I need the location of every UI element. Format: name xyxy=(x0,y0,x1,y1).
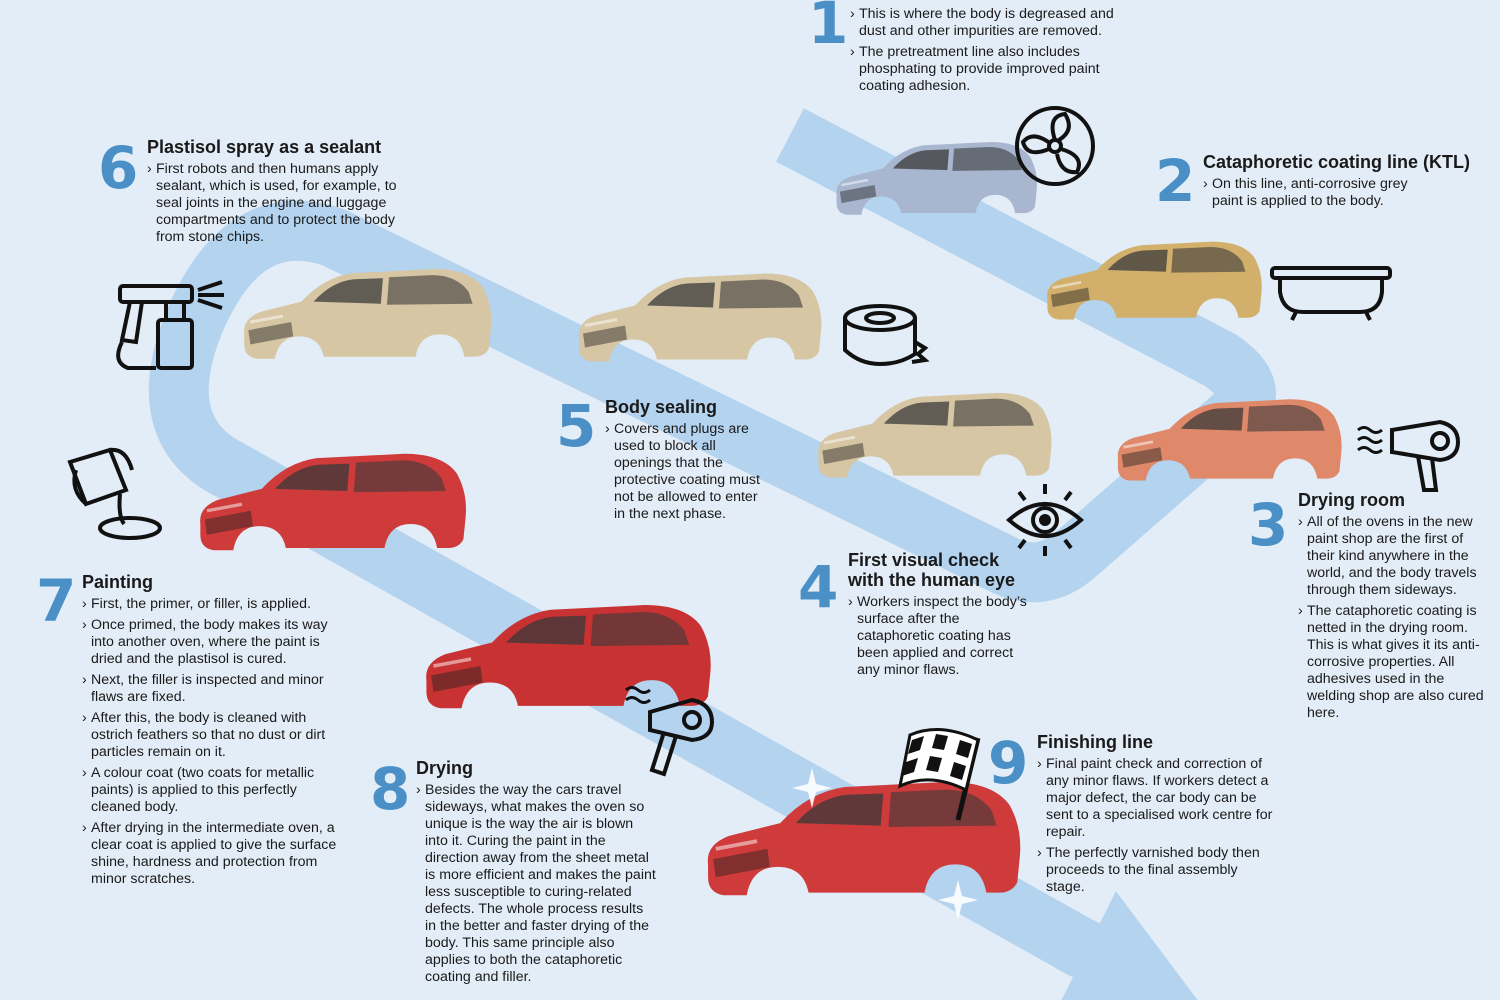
bullet: This is where the body is degreased and … xyxy=(850,6,1138,40)
step-number: 3 xyxy=(1248,491,1289,559)
paint-bucket-icon xyxy=(67,447,162,540)
bathtub-icon xyxy=(1270,266,1392,321)
bullet: Final paint check and correction of any … xyxy=(1037,756,1275,841)
step-bullets: All of the ovens in the new paint shop a… xyxy=(1298,514,1493,722)
step-title: Plastisol spray as a sealant xyxy=(147,137,382,157)
step-number: 4 xyxy=(798,553,839,621)
step-6: 6 Plastisol spray as a sealant First rob… xyxy=(98,137,418,250)
bullet: First robots and then humans apply seala… xyxy=(147,161,405,246)
bullet: Next, the filler is inspected and minor … xyxy=(82,672,337,706)
bullet: Covers and plugs are used to block all o… xyxy=(605,421,766,523)
step-2: 2 Cataphoretic coating line (KTL) On thi… xyxy=(1155,152,1485,214)
step-9: 9 Finishing line Final paint check and c… xyxy=(988,732,1288,900)
bullet: First, the primer, or filler, is applied… xyxy=(82,596,337,613)
spray-gun-icon xyxy=(116,280,224,370)
bullet: After this, the body is cleaned with ost… xyxy=(82,710,337,761)
car-body-plastisol xyxy=(242,267,493,361)
bullet: Once primed, the body makes its way into… xyxy=(82,617,337,668)
conveyor-arrow xyxy=(1056,891,1205,1000)
step-bullets: Covers and plugs are used to block all o… xyxy=(605,421,766,523)
step-number: 9 xyxy=(988,729,1029,797)
step-4: 4 First visual check with the human eye … xyxy=(798,550,1038,683)
step-3: 3 Drying room All of the ovens in the ne… xyxy=(1248,490,1493,726)
step-bullets: First robots and then humans apply seala… xyxy=(147,161,405,246)
hair-dryer-icon xyxy=(1357,419,1461,492)
bullet: A colour coat (two coats for metallic pa… xyxy=(82,765,337,816)
bullet: After drying in the intermediate oven, a… xyxy=(82,820,337,888)
step-bullets: Besides the way the cars travel sideways… xyxy=(416,782,658,986)
bullet: The pretreatment line also includes phos… xyxy=(850,44,1138,95)
fan-icon xyxy=(1015,106,1095,186)
bullet: On this line, anti-corrosive grey paint … xyxy=(1203,176,1413,210)
step-title: Cataphoretic coating line (KTL) xyxy=(1203,152,1471,172)
step-1: 1 This is where the body is degreased an… xyxy=(808,0,1138,99)
step-8: 8 Drying Besides the way the cars travel… xyxy=(370,758,670,1000)
hair-dryer-icon xyxy=(625,686,715,777)
tape-icon xyxy=(843,304,930,367)
checkered-flag-icon xyxy=(897,728,981,821)
step-bullets: On this line, anti-corrosive grey paint … xyxy=(1203,176,1413,210)
bullet: All of the ovens in the new paint shop a… xyxy=(1298,514,1493,599)
step-bullets: Final paint check and correction of any … xyxy=(1037,756,1275,896)
step-5: 5 Body sealing Covers and plugs are used… xyxy=(556,397,766,527)
step-bullets: This is where the body is degreased and … xyxy=(850,6,1138,95)
bullet: The perfectly varnished body then procee… xyxy=(1037,845,1275,896)
step-7: 7 Painting First, the primer, or filler,… xyxy=(36,572,346,892)
sparkle-icon xyxy=(792,768,978,920)
step-title: Drying xyxy=(416,758,474,778)
step-number: 5 xyxy=(556,392,597,460)
step-title: Body sealing xyxy=(605,397,718,417)
bullet: The cataphoretic coating is netted in th… xyxy=(1298,603,1493,722)
step-number: 2 xyxy=(1155,147,1196,215)
step-number: 7 xyxy=(36,567,77,635)
step-title: Drying room xyxy=(1298,490,1406,510)
eye-icon xyxy=(1005,484,1085,556)
step-number: 1 xyxy=(808,0,849,57)
step-bullets: First, the primer, or filler, is applied… xyxy=(82,596,337,888)
step-title: Painting xyxy=(82,572,153,592)
bullet: Workers inspect the body’s surface after… xyxy=(848,594,1038,679)
step-number: 6 xyxy=(98,134,139,202)
step-title: First visual check with the human eye xyxy=(848,550,1016,590)
bullet: Besides the way the cars travel sideways… xyxy=(416,782,658,986)
step-title: Finishing line xyxy=(1037,732,1153,752)
step-bullets: Workers inspect the body’s surface after… xyxy=(848,594,1038,679)
step-number: 8 xyxy=(370,758,411,823)
